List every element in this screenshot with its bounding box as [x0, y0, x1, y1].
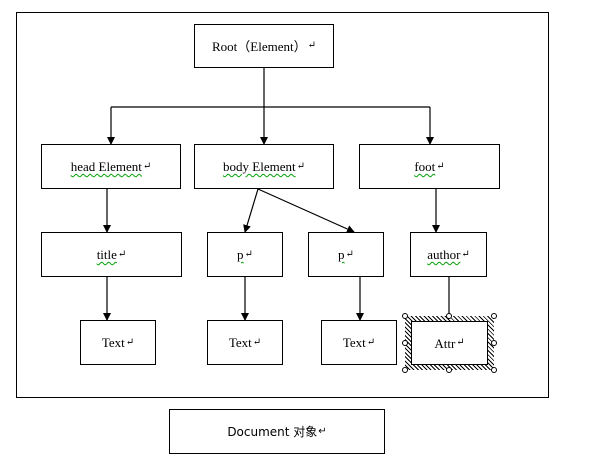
author-label: author	[427, 247, 461, 262]
foot-label: foot	[414, 159, 436, 174]
text-label-3: Text	[342, 335, 366, 350]
attr-node[interactable]: Attr↵	[411, 321, 488, 365]
head-element-label: head Element	[70, 159, 142, 174]
document-object-caption[interactable]: Document 对象↵	[169, 409, 385, 454]
foot-node[interactable]: foot↵	[359, 144, 500, 189]
body-element-label: body Element	[223, 159, 296, 174]
text-label-2: Text	[228, 335, 252, 350]
resize-handle-middle-right[interactable]	[491, 340, 497, 346]
p-node-2[interactable]: p↵	[308, 232, 384, 277]
paragraph-mark-icon: ↵	[307, 40, 316, 51]
resize-handle-top-middle[interactable]	[446, 313, 452, 319]
paragraph-mark-icon: ↵	[252, 336, 262, 348]
resize-handle-middle-left[interactable]	[402, 340, 408, 346]
p-label-1: p	[237, 247, 244, 262]
root-element-node[interactable]: Root（Element）↵	[194, 24, 334, 68]
paragraph-mark-icon: ↵	[456, 337, 465, 348]
paragraph-mark-icon: ↵	[461, 248, 470, 260]
p-node-1[interactable]: p↵	[207, 232, 283, 277]
paragraph-mark-icon: ↵	[142, 160, 152, 172]
resize-handle-top-left[interactable]	[402, 313, 408, 319]
text-node-3[interactable]: Text↵	[321, 320, 397, 365]
arrow-body-to-p2	[257, 188, 355, 233]
paragraph-mark-icon: ↵	[436, 160, 445, 172]
author-node[interactable]: author↵	[410, 232, 487, 277]
title-node[interactable]: title↵	[41, 232, 182, 277]
title-label: title	[96, 247, 117, 262]
paragraph-mark-icon: ↵	[244, 248, 253, 260]
text-node-1[interactable]: Text↵	[80, 320, 156, 365]
paragraph-mark-icon: ↵	[345, 248, 354, 260]
paragraph-mark-icon: ↵	[366, 336, 376, 348]
resize-handle-bottom-left[interactable]	[402, 367, 408, 373]
paragraph-mark-icon: ↵	[125, 336, 135, 348]
document-frame	[16, 12, 549, 398]
head-element-node[interactable]: head Element↵	[41, 144, 181, 189]
resize-handle-top-right[interactable]	[491, 313, 497, 319]
root-element-label: Root（Element）	[212, 38, 307, 54]
text-node-2[interactable]: Text↵	[207, 320, 283, 365]
resize-handle-bottom-middle[interactable]	[446, 367, 452, 373]
arrow-body-to-p1	[243, 188, 259, 233]
paragraph-mark-icon: ↵	[318, 425, 327, 437]
resize-handle-bottom-right[interactable]	[491, 367, 497, 373]
p-label-2: p	[338, 247, 345, 262]
caption-label: Document 对象	[227, 424, 318, 439]
text-label-1: Text	[101, 335, 125, 350]
paragraph-mark-icon: ↵	[117, 248, 127, 260]
body-element-node[interactable]: body Element↵	[194, 144, 334, 189]
attr-label: Attr	[434, 335, 456, 351]
paragraph-mark-icon: ↵	[296, 160, 305, 172]
